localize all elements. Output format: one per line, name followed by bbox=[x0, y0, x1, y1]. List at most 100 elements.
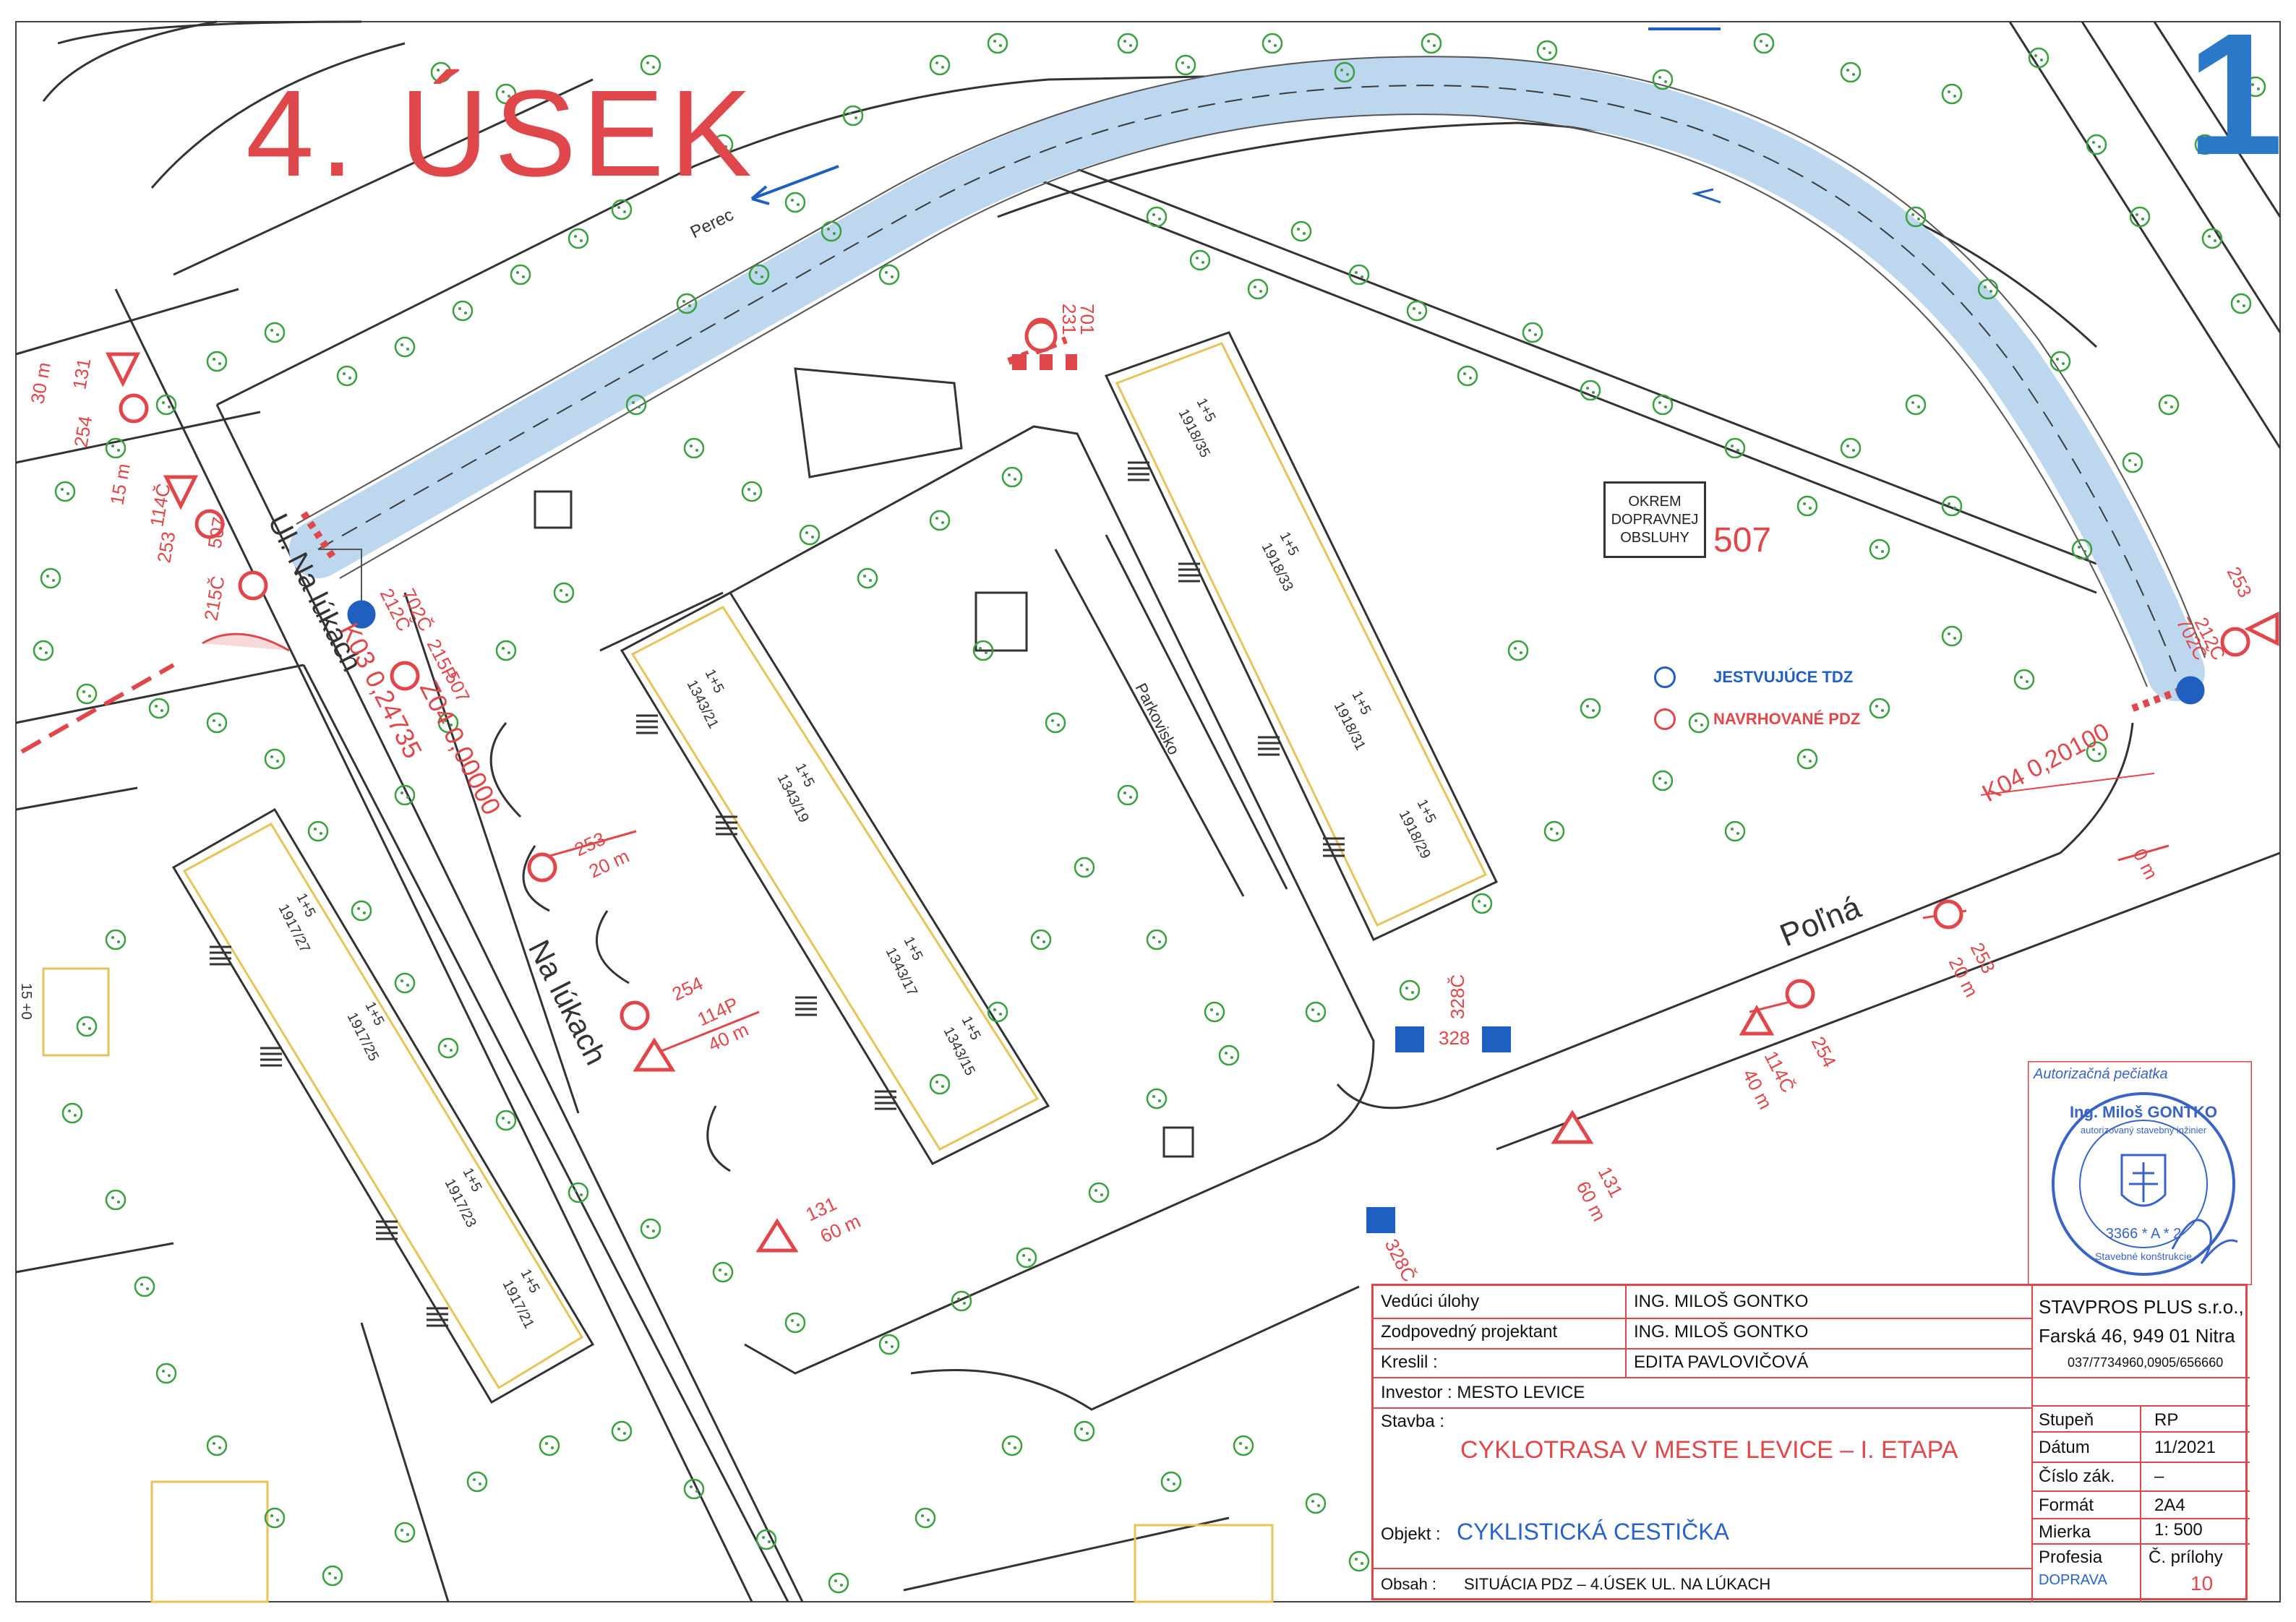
investor: Investor : MESTO LEVICE bbox=[1381, 1383, 1585, 1402]
tree-icon bbox=[1261, 33, 1283, 54]
entrance-steps bbox=[210, 461, 1345, 1327]
sign-code: 328 bbox=[1439, 1027, 1470, 1049]
tree-icon bbox=[1652, 770, 1674, 791]
tree-icon bbox=[878, 1334, 900, 1355]
signature-icon bbox=[2171, 1219, 2238, 1264]
stamp-top-label: Autorizačná pečiatka bbox=[2033, 1066, 2168, 1082]
tree-icon bbox=[2086, 134, 2107, 155]
tree-icon bbox=[1160, 1471, 1182, 1493]
tree-icon bbox=[1305, 1493, 1327, 1514]
tree-icon bbox=[929, 1073, 951, 1095]
tree-icon bbox=[1471, 893, 1493, 914]
sign-code: 328Č bbox=[1381, 1235, 1421, 1285]
tree-icon bbox=[105, 1189, 127, 1211]
authorization-stamp: Autorizačná pečiatka Ing. Miloš GONTKO a… bbox=[2028, 1061, 2252, 1285]
legend-proposed: NAVRHOVANÉ PDZ bbox=[1654, 708, 1860, 730]
tree-icon bbox=[611, 1420, 633, 1442]
legend-existing-label: JESTVUJÚCE TDZ bbox=[1713, 668, 1854, 686]
datum-value: 11/2021 bbox=[2154, 1438, 2216, 1457]
tree-icon bbox=[105, 929, 127, 951]
objekt-label: Objekt : bbox=[1381, 1524, 1441, 1544]
objekt-value: CYKLISTICKÁ CESTIČKA bbox=[1457, 1519, 1729, 1545]
format-value: 2A4 bbox=[2154, 1496, 2185, 1515]
tree-icon bbox=[1457, 365, 1478, 387]
tree-icon bbox=[1218, 1044, 1240, 1066]
tree-icon bbox=[1869, 698, 1890, 719]
tree-icon bbox=[1941, 625, 1963, 647]
tree-icon bbox=[307, 820, 329, 842]
tree-icon bbox=[206, 712, 228, 734]
tree-icon bbox=[1175, 54, 1196, 76]
street-polna: Poľná bbox=[1775, 889, 1866, 953]
tree-icon bbox=[1543, 820, 1565, 842]
sign-code: 0 m bbox=[2129, 845, 2162, 883]
cislo-label: Číslo zák. bbox=[2039, 1467, 2115, 1486]
tree-icon bbox=[33, 640, 54, 661]
tree-icon bbox=[1030, 929, 1052, 951]
tree-icon bbox=[1117, 784, 1139, 806]
company-phone: 037/7734960,0905/656660 bbox=[2068, 1355, 2224, 1370]
tree-icon bbox=[155, 1363, 177, 1384]
tree-icon bbox=[40, 567, 61, 589]
obsah-value: SITUÁCIA PDZ – 4.ÚSEK UL. NA LÚKACH bbox=[1464, 1575, 1771, 1593]
tree-icon bbox=[1652, 69, 1674, 90]
designer-value: ING. MILOŠ GONTKO bbox=[1634, 1322, 1809, 1342]
tree-icon bbox=[1840, 61, 1862, 83]
tree-icon bbox=[1905, 394, 1927, 416]
sign-code: 231 bbox=[1058, 304, 1080, 335]
tree-icon bbox=[1507, 640, 1529, 661]
tree-icon bbox=[322, 1565, 343, 1587]
stamp-number: 3366 * A * 2 bbox=[2106, 1226, 2182, 1242]
tree-icon bbox=[61, 1102, 83, 1124]
buildings bbox=[42, 331, 1499, 1603]
tree-icon bbox=[1348, 1550, 1370, 1572]
stavba-label: Stavba : bbox=[1381, 1412, 1445, 1431]
company-address: Farská 46, 949 01 Nitra bbox=[2039, 1325, 2235, 1347]
tree-icon bbox=[264, 322, 286, 343]
sign-code: 254 bbox=[69, 414, 96, 449]
lead-label: Vedúci úlohy bbox=[1381, 1292, 1480, 1311]
tree-icon bbox=[1522, 322, 1543, 343]
tree-icon bbox=[987, 33, 1008, 54]
sign-code: 328Č bbox=[1447, 974, 1468, 1019]
sign-code: 15 m bbox=[106, 462, 134, 507]
tree-icon bbox=[1305, 1001, 1327, 1023]
okrem-sign-code: 507 bbox=[1713, 521, 1772, 559]
tree-icon bbox=[206, 351, 228, 372]
barrier-icon bbox=[1012, 319, 1077, 370]
tree-icon bbox=[951, 1290, 972, 1312]
tree-icon bbox=[784, 192, 806, 213]
coat-of-arms-icon bbox=[2120, 1154, 2167, 1207]
profesia-label: Profesia bbox=[2039, 1548, 2103, 1567]
cislo-value: – bbox=[2154, 1467, 2164, 1486]
parking-label: Parkovisko bbox=[1132, 680, 1183, 758]
street-perec: Perec bbox=[687, 205, 737, 243]
tree-icon bbox=[914, 1507, 936, 1529]
red-ring-icon bbox=[1654, 708, 1676, 730]
building-labels: 1+5 1918/35 1+5 1918/33 1+5 1918/31 1+5 … bbox=[275, 395, 1439, 1331]
tree-icon bbox=[76, 683, 98, 705]
designer-label: Zodpovedný projektant bbox=[1381, 1322, 1558, 1342]
stamp-bottom: Stavebné konštrukcie bbox=[2095, 1250, 2192, 1262]
sign-code: 507 bbox=[203, 515, 230, 550]
tree-icon bbox=[1536, 40, 1558, 61]
tree-icon bbox=[1796, 495, 1818, 517]
tree-icon bbox=[2071, 538, 2093, 560]
stavba-value: CYKLOTRASA V MESTE LEVICE – I. ETAPA bbox=[1460, 1436, 1958, 1464]
tree-icon bbox=[1652, 394, 1674, 416]
stamp-name: Ing. Miloš GONTKO bbox=[2070, 1103, 2217, 1121]
tree-icon bbox=[495, 640, 517, 661]
sign-code: 15 +0 bbox=[18, 983, 34, 1020]
supplementary-sign-box: OKREM DOPRAVNEJ OBSLUHY bbox=[1603, 481, 1706, 558]
tree-icon bbox=[466, 1471, 488, 1493]
tree-icon bbox=[1421, 33, 1442, 54]
okrem-line: DOPRAVNEJ bbox=[1611, 511, 1699, 528]
tree-icon bbox=[1399, 979, 1421, 1001]
cycle-path bbox=[289, 27, 2206, 701]
profesia-value: DOPRAVA bbox=[2039, 1572, 2107, 1588]
mierka-label: Mierka bbox=[2039, 1522, 2091, 1542]
tree-icon bbox=[842, 105, 864, 126]
tree-icon bbox=[1045, 712, 1066, 734]
tree-icon bbox=[784, 1312, 806, 1334]
